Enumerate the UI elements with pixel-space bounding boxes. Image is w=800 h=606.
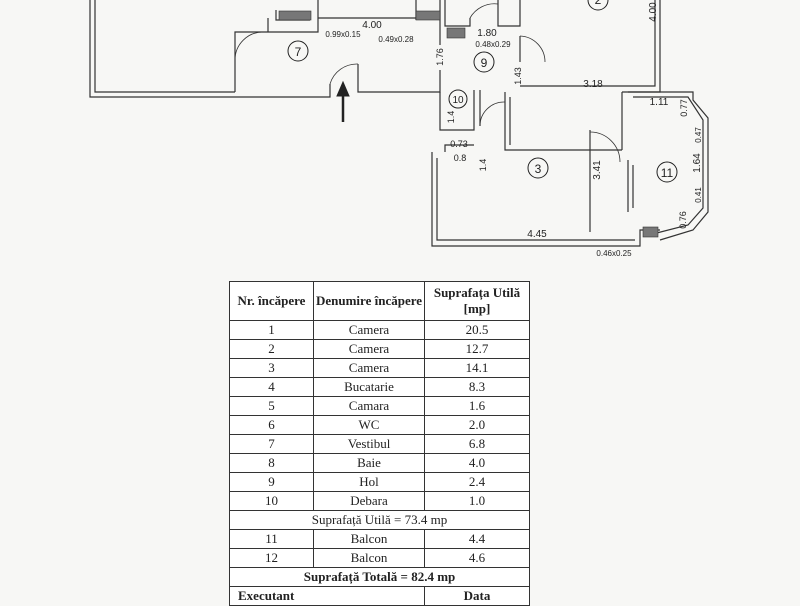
floor-plan: 2 7 9 10 3 11 4.00 1.80 4.00 1.76 1.43 3… (89, 0, 709, 258)
cell-area: 1.6 (424, 396, 530, 416)
cell-name: Vestibul (313, 434, 425, 454)
cell-nr: 1 (229, 320, 314, 340)
table-row: 3 Camera 14.1 (229, 358, 530, 378)
dim-1-43: 1.43 (513, 67, 523, 85)
cell-nr: 10 (229, 491, 314, 511)
dim-1-80: 1.80 (477, 28, 497, 39)
room-label-9: 9 (481, 56, 488, 70)
dim-1-4-a: 1.4 (446, 111, 456, 124)
room-label-11: 11 (661, 166, 674, 180)
dim-0-41: 0.41 (694, 187, 703, 203)
footer-row: Executant Data (229, 586, 530, 606)
table-row: 8 Baie 4.0 (229, 453, 530, 473)
dim-0-76: 0.76 (678, 211, 688, 229)
header-nr: Nr. încăpere (229, 281, 314, 321)
cell-nr: 11 (229, 529, 314, 549)
cell-area: 4.0 (424, 453, 530, 473)
room-legend-table: Nr. încăpere Denumire încăpere Suprafața… (229, 281, 530, 606)
cell-nr: 8 (229, 453, 314, 473)
table-row: 5 Camara 1.6 (229, 396, 530, 416)
cell-area: 4.4 (424, 529, 530, 549)
cell-name: Camera (313, 358, 425, 378)
cell-nr: 6 (229, 415, 314, 435)
header-area: Suprafața Utilă [mp] (424, 281, 530, 321)
cell-area: 12.7 (424, 339, 530, 359)
room-label-7: 7 (295, 45, 302, 59)
table-row: 12 Balcon 4.6 (229, 548, 530, 568)
dim-0-47: 0.47 (694, 127, 703, 143)
footer-executant: Executant (229, 586, 425, 606)
cell-area: 1.0 (424, 491, 530, 511)
table-row: 9 Hol 2.4 (229, 472, 530, 492)
cell-area: 8.3 (424, 377, 530, 397)
total-area-row: Suprafață Totală = 82.4 mp (229, 567, 530, 587)
table-row: 2 Camera 12.7 (229, 339, 530, 359)
dim-0-77: 0.77 (679, 99, 689, 117)
table-row: 11 Balcon 4.4 (229, 529, 530, 549)
cell-area: 2.0 (424, 415, 530, 435)
shaft-0-48: 0.48x0.29 (475, 40, 511, 49)
table-row: 6 WC 2.0 (229, 415, 530, 435)
cell-nr: 9 (229, 472, 314, 492)
room-label-2: 2 (595, 0, 602, 7)
cell-name: Camera (313, 339, 425, 359)
cell-area: 20.5 (424, 320, 530, 340)
dim-0-8: 0.8 (454, 153, 467, 163)
table-row: 4 Bucatarie 8.3 (229, 377, 530, 397)
table-row: 7 Vestibul 6.8 (229, 434, 530, 454)
dim-3-18: 3.18 (583, 79, 603, 90)
dim-1-11: 1.11 (650, 97, 669, 108)
cell-nr: 5 (229, 396, 314, 416)
cell-name: Camera (313, 320, 425, 340)
shaft-0-46: 0.46x0.25 (596, 249, 632, 258)
cell-name: WC (313, 415, 425, 435)
cell-nr: 4 (229, 377, 314, 397)
room-label-10: 10 (452, 95, 464, 106)
cell-name: Balcon (313, 548, 425, 568)
cell-nr: 3 (229, 358, 314, 378)
cell-area: 4.6 (424, 548, 530, 568)
dim-4-00-right: 4.00 (648, 2, 659, 22)
cell-name: Debara (313, 491, 425, 511)
total-area-summary: Suprafață Totală = 82.4 mp (229, 567, 530, 587)
cell-area: 6.8 (424, 434, 530, 454)
dim-0-73: 0.73 (450, 139, 468, 149)
header-name: Denumire încăpere (313, 281, 425, 321)
useful-area-summary: Suprafață Utilă = 73.4 mp (229, 510, 530, 530)
useful-area-row: Suprafață Utilă = 73.4 mp (229, 510, 530, 530)
dim-4-00-top: 4.00 (362, 20, 382, 31)
table-row: 1 Camera 20.5 (229, 320, 530, 340)
shaft-0-99: 0.99x0.15 (325, 30, 361, 39)
cell-nr: 2 (229, 339, 314, 359)
cell-area: 2.4 (424, 472, 530, 492)
cell-nr: 12 (229, 548, 314, 568)
cell-name: Hol (313, 472, 425, 492)
dim-1-76: 1.76 (435, 48, 445, 66)
room-label-3: 3 (535, 162, 542, 176)
dim-3-41: 3.41 (592, 160, 603, 180)
table-row: 10 Debara 1.0 (229, 491, 530, 511)
footer-data: Data (424, 586, 530, 606)
cell-nr: 7 (229, 434, 314, 454)
cell-area: 14.1 (424, 358, 530, 378)
dim-1-64: 1.64 (692, 153, 703, 173)
shaft-0-49: 0.49x0.28 (378, 35, 414, 44)
cell-name: Camara (313, 396, 425, 416)
cell-name: Balcon (313, 529, 425, 549)
dim-1-4-b: 1.4 (478, 159, 488, 172)
dim-4-45: 4.45 (527, 229, 547, 240)
cell-name: Baie (313, 453, 425, 473)
cell-name: Bucatarie (313, 377, 425, 397)
